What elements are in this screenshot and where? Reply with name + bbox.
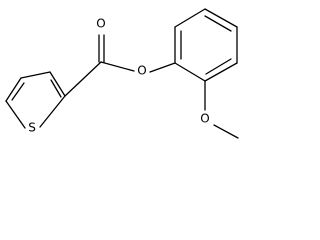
thiophene-ring — [5, 71, 66, 129]
bond-c2-c3 — [5, 77, 22, 102]
bond-b6-b1 — [174, 62, 206, 82]
bond-b5-b6 — [204, 62, 238, 82]
bond-b5-b6-inner — [205, 58, 232, 75]
bond-c5-s1 — [39, 95, 66, 128]
methoxy-group — [204, 80, 239, 139]
atom-o-methoxy: O — [200, 112, 209, 126]
bond-s1-c2 — [5, 100, 26, 129]
bond-c4-c5 — [49, 71, 66, 97]
label-bg-carbonyl-o — [95, 17, 107, 31]
atom-s-thiophene: S — [28, 121, 36, 135]
bond-b2-b3 — [174, 8, 206, 28]
label-bg-methoxy-o — [199, 112, 211, 126]
bond-ring-carbonyl — [64, 61, 102, 97]
ester-group — [64, 34, 176, 97]
label-bg-ester-o — [136, 64, 148, 78]
atom-o-ester: O — [137, 64, 146, 78]
atom-labels: O O S O — [26, 17, 211, 135]
bond-b3-b4 — [204, 8, 238, 28]
bond-c4-c5-inner — [50, 79, 62, 98]
bond-oester-aryl — [149, 62, 176, 73]
benzene-ring — [174, 8, 238, 82]
label-bg-thiophene-s — [26, 121, 38, 135]
bond-c3-c4 — [20, 71, 51, 79]
bond-b3-b4-inner — [204, 15, 232, 32]
bond-c2-c3-inner — [11, 82, 25, 101]
atom-o-carbonyl: O — [96, 17, 105, 31]
bond-omethoxy-methyl — [213, 124, 239, 139]
molecule-diagram: O O S O — [5, 8, 239, 139]
bond-carbonyl-oester — [100, 61, 135, 72]
